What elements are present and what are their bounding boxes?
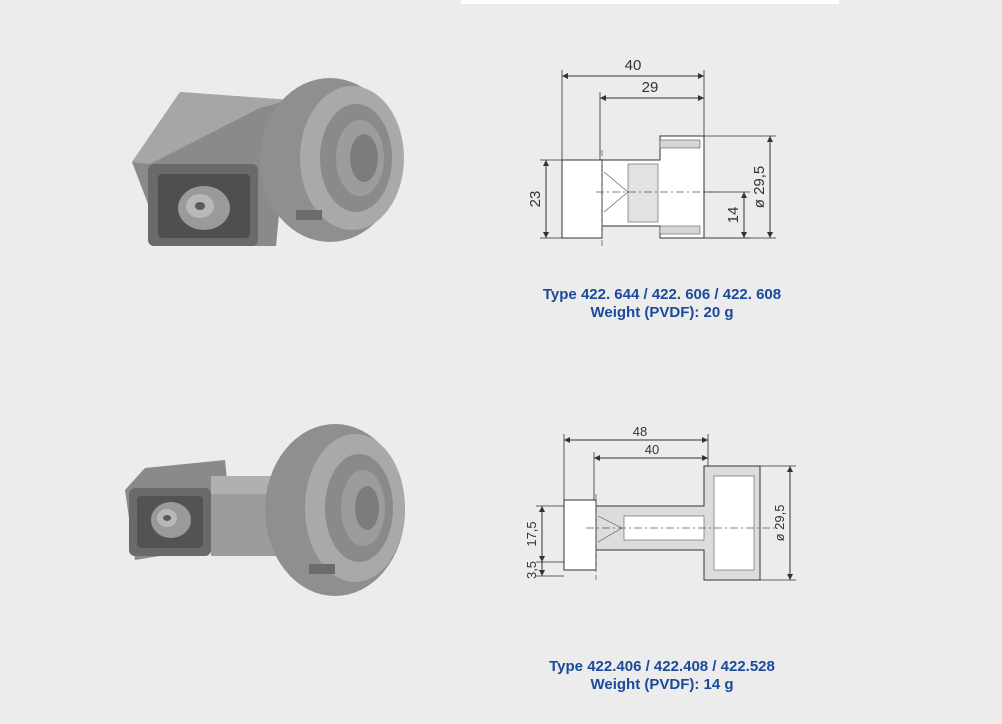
product-panel-1: 40 29 23 14 ø 29,5 (132, 57, 842, 322)
product-caption-1: Type 422. 644 / 422. 606 / 422. 608 Weig… (482, 286, 842, 322)
dim-diameter-1: ø 29,5 (751, 166, 768, 209)
caption-type-2: Type 422.406 / 422.408 / 422.528 (549, 658, 775, 675)
dim-overall-1: 40 (625, 57, 642, 74)
caption-weight-1: Weight (PVDF): 20 g (590, 304, 734, 321)
dim-inner-1: 29 (642, 79, 659, 96)
drawing1-housing (561, 159, 603, 239)
drawing2-housing (563, 499, 597, 571)
dim-height-2: 17,5 (524, 521, 539, 546)
product-photo-1 (132, 78, 404, 246)
product-caption-2: Type 422.406 / 422.408 / 422.528 Weight … (482, 658, 842, 694)
dim-bore-1: 14 (725, 207, 742, 224)
product-panel-2: 48 40 17,5 3,5 ø 29,5 Type 422.40 (0, 362, 1002, 724)
technical-drawing-2: 48 40 17,5 3,5 ø 29,5 (524, 424, 796, 581)
dim-offset-2: 3,5 (524, 561, 539, 579)
dim-inner-2: 40 (645, 442, 659, 457)
top-highlight-bar (461, 0, 839, 4)
dim-diameter-2: ø 29,5 (772, 505, 787, 542)
dim-overall-2: 48 (633, 424, 647, 439)
dim-height-1: 23 (527, 191, 544, 208)
technical-drawing-1: 40 29 23 14 ø 29,5 (527, 57, 776, 246)
caption-weight-2: Weight (PVDF): 14 g (590, 676, 734, 693)
photo1-housing-top (132, 92, 290, 164)
product-photo-2 (125, 424, 405, 596)
caption-type-1: Type 422. 644 / 422. 606 / 422. 608 (542, 286, 782, 303)
